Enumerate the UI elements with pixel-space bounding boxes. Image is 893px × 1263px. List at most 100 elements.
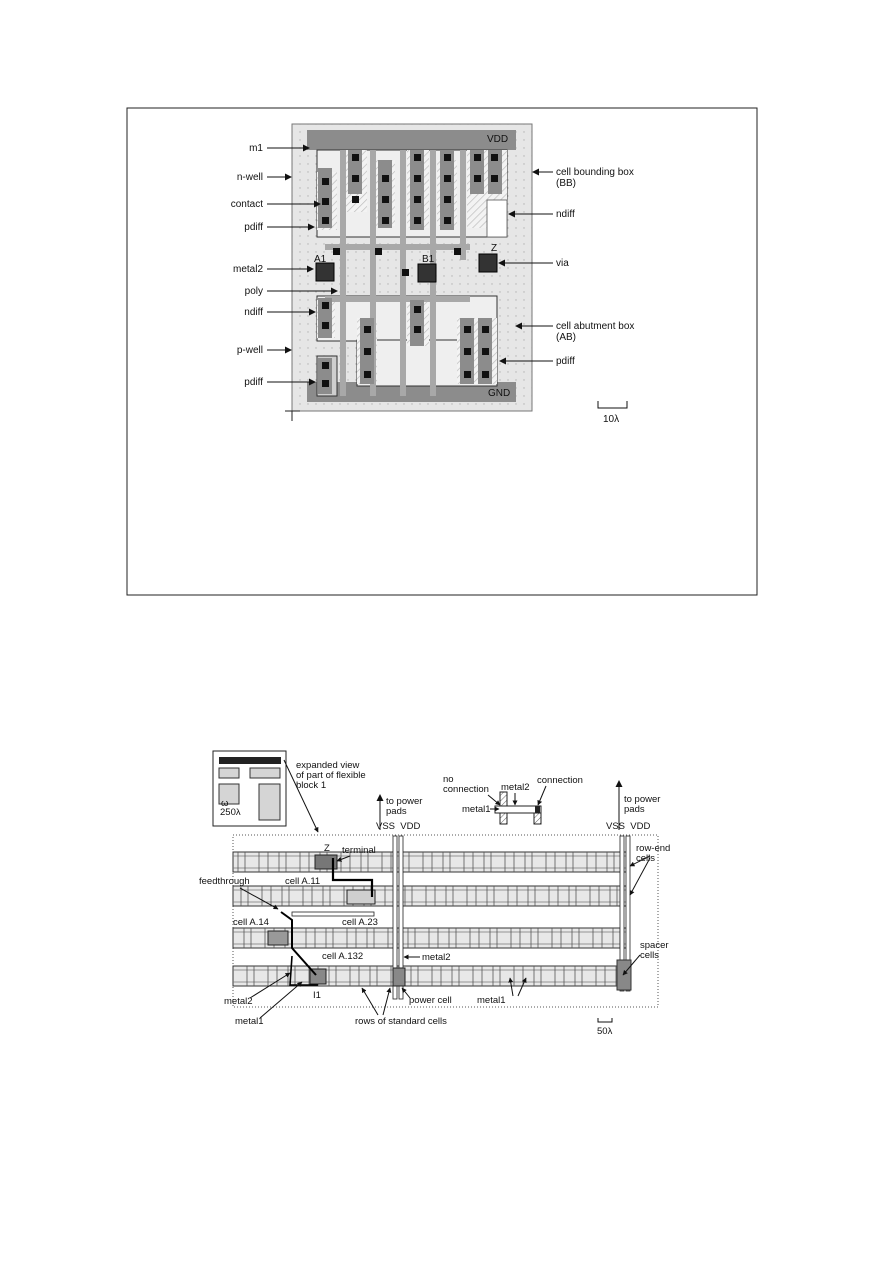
contact-squares bbox=[322, 154, 498, 387]
inset-block-top bbox=[219, 757, 281, 764]
inset-lambda: ω bbox=[221, 798, 229, 809]
label-contact: contact bbox=[231, 199, 263, 210]
label-p-well: p-well bbox=[237, 345, 263, 356]
label-metal2-mid: metal2 bbox=[422, 952, 451, 963]
label-row-end-1: row-end bbox=[636, 843, 670, 854]
cell-row-4 bbox=[232, 965, 629, 987]
arrow-metal2-left bbox=[249, 972, 291, 999]
via-b1 bbox=[417, 263, 437, 283]
arrow-feedthrough bbox=[239, 887, 279, 910]
vdd-label: VDD bbox=[487, 134, 508, 145]
scale-label-50: 50λ bbox=[597, 1026, 613, 1037]
cell-a23-block bbox=[346, 889, 376, 905]
net-z bbox=[331, 858, 374, 897]
arrow-terminal bbox=[336, 855, 351, 862]
flexible-block-boundary bbox=[232, 834, 659, 1008]
label-ndiff-left: ndiff bbox=[244, 307, 263, 318]
label-pdiff-bottom: pdiff bbox=[244, 377, 263, 388]
label-abutment-box-abbr: (AB) bbox=[556, 332, 576, 343]
arrow-row-end-1 bbox=[629, 855, 651, 867]
label-rows: rows of standard cells bbox=[355, 1016, 447, 1027]
label-metal1-right: metal1 bbox=[477, 995, 506, 1006]
arrow-spacer bbox=[622, 954, 641, 976]
cell-dividers bbox=[237, 852, 624, 986]
vss-vertical-right bbox=[619, 835, 625, 992]
gnd-label: GND bbox=[488, 388, 510, 399]
vss-vertical-left bbox=[392, 835, 398, 1000]
label-legend-metal1: metal1 bbox=[462, 804, 491, 815]
label-spacer-1: spacer bbox=[640, 940, 669, 951]
scale-label-10: 10λ bbox=[603, 414, 619, 425]
cell-row-1 bbox=[232, 851, 629, 873]
legend-metal2-bar bbox=[494, 805, 542, 814]
label-ndiff-right: ndiff bbox=[556, 209, 575, 220]
scale-bar-10 bbox=[597, 401, 628, 409]
label-bounding-box-abbr: (BB) bbox=[556, 178, 576, 189]
ndiff-region bbox=[486, 199, 508, 238]
arrow-metal1-left bbox=[259, 981, 303, 1019]
label-power-pads-right-2: pads bbox=[624, 804, 645, 815]
label-cell-a132: cell A.132 bbox=[322, 951, 363, 962]
label-power-pads-left-1: to power bbox=[386, 796, 422, 807]
scale-bar-50 bbox=[597, 1018, 613, 1023]
inset-block bbox=[249, 767, 281, 779]
vdd-vertical-left bbox=[398, 835, 404, 1000]
label-expanded-view-2: of part of flexible bbox=[296, 770, 366, 781]
vdd-rail bbox=[307, 130, 516, 150]
row-rails bbox=[233, 855, 628, 983]
via-a1 bbox=[315, 262, 335, 282]
label-metal1-left: metal1 bbox=[235, 1016, 264, 1027]
label-terminal: terminal bbox=[342, 845, 376, 856]
pin-z-label: Z bbox=[491, 243, 497, 254]
label-cell-a11: cell A.11 bbox=[285, 876, 320, 887]
spacer-cell-block bbox=[616, 959, 632, 991]
label-metal2-left: metal2 bbox=[224, 996, 253, 1007]
label-pdiff-top: pdiff bbox=[244, 222, 263, 233]
figure-2-standard-cell-block: ω 250λ expanded view of part of flexible… bbox=[199, 750, 670, 1037]
inset-block bbox=[218, 783, 240, 805]
arrow-rows-2 bbox=[382, 987, 392, 1016]
legend-via bbox=[535, 806, 540, 813]
label-vss-vdd-left: VSS VDD bbox=[376, 821, 420, 832]
label-metal2: metal2 bbox=[233, 264, 263, 275]
arrow-metal1-right-2 bbox=[517, 977, 527, 997]
via-z bbox=[478, 253, 498, 273]
arrow-no-connection bbox=[487, 794, 501, 806]
cell-a11-block bbox=[314, 854, 338, 870]
label-bounding-box: cell bounding box bbox=[556, 167, 634, 178]
metal2-track bbox=[291, 911, 375, 917]
net-feedthrough bbox=[280, 911, 317, 976]
label-legend-connection: connection bbox=[537, 775, 583, 786]
net-i1 bbox=[289, 955, 318, 986]
label-feedthrough: feedthrough bbox=[199, 876, 250, 887]
label-m1: m1 bbox=[249, 143, 263, 154]
label-expanded-view-3: block 1 bbox=[296, 780, 326, 791]
label-legend-metal2: metal2 bbox=[501, 782, 530, 793]
pin-b1-label: B1 bbox=[422, 254, 435, 265]
label-no-connection-2: connection bbox=[443, 784, 489, 795]
label-cell-a14: cell A.14 bbox=[233, 917, 269, 928]
inset-block bbox=[258, 783, 281, 821]
arrow-legend-connection bbox=[537, 785, 547, 806]
label-power-pads-left-2: pads bbox=[386, 806, 407, 817]
arrow-power-cell bbox=[401, 987, 411, 999]
arrow-rows-1 bbox=[361, 987, 379, 1016]
pin-a1-label: A1 bbox=[314, 254, 327, 265]
label-power-cell: power cell bbox=[409, 995, 452, 1006]
label-expanded-view-1: expanded view bbox=[296, 760, 360, 771]
label-z: Z bbox=[324, 843, 330, 854]
figure-1-cell-layout: VDD GND A1 B1 Z m1 n-well contact pdiff … bbox=[126, 107, 758, 596]
gnd-rail bbox=[307, 382, 516, 402]
label-via: via bbox=[556, 258, 569, 269]
cell-a14-block bbox=[267, 930, 289, 946]
label-no-connection-1: no bbox=[443, 774, 454, 785]
inset-scale-label: 250λ bbox=[220, 807, 241, 818]
label-vss-vdd-right: VSS VDD bbox=[606, 821, 650, 832]
label-power-pads-right-1: to power bbox=[624, 794, 660, 805]
label-abutment-box: cell abutment box bbox=[556, 321, 634, 332]
label-pdiff-right: pdiff bbox=[556, 356, 575, 367]
figure-1-frame bbox=[126, 107, 758, 596]
label-cell-a23: cell A.23 bbox=[342, 917, 378, 928]
inset-block bbox=[218, 767, 240, 779]
